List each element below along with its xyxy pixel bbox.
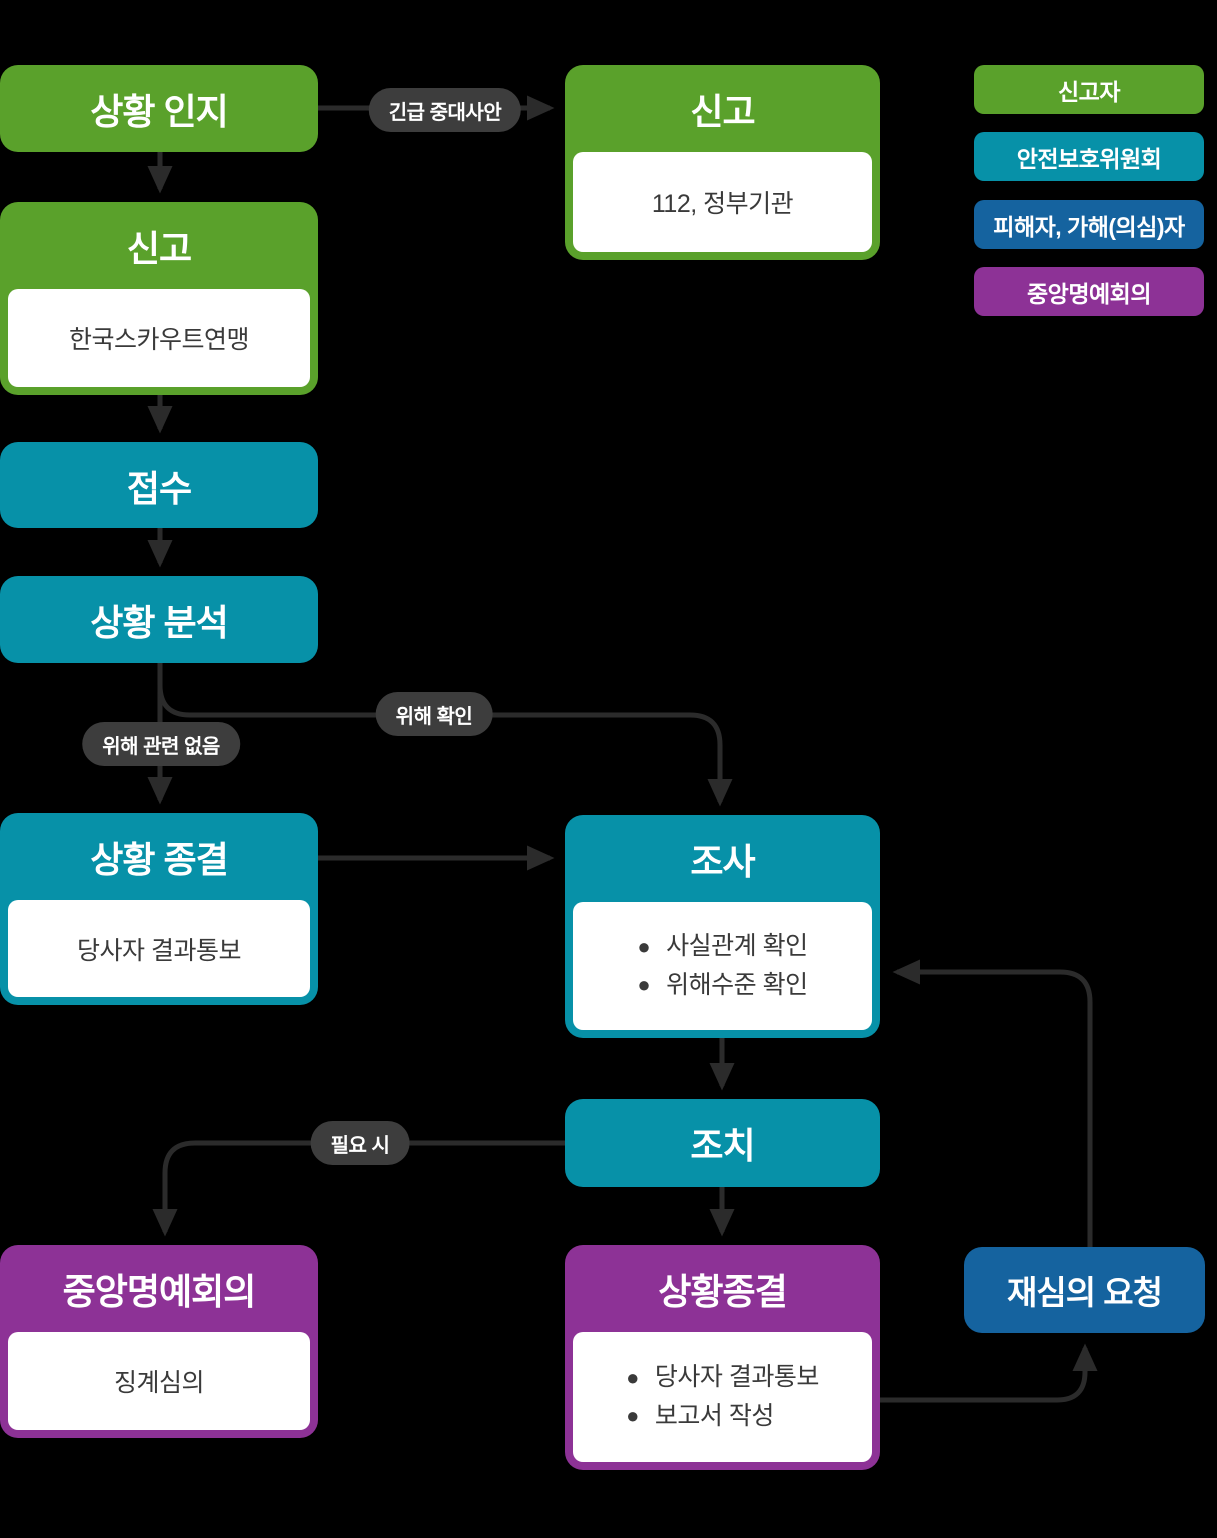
node-body: 당사자 결과통보: [8, 900, 310, 997]
node-title: 재심의 요청: [1007, 1274, 1163, 1311]
node-title: 조치: [690, 1124, 755, 1166]
node-final-case-close: 상황종결 ●당사자 결과통보 ●보고서 작성: [565, 1245, 880, 1470]
node-situation-analysis: 상황 분석: [0, 576, 318, 663]
node-situation-recognition: 상황 인지: [0, 65, 318, 152]
node-central-honor-council: 중앙명예회의 징계심의: [0, 1245, 318, 1438]
node-body: 한국스카우트연맹: [8, 289, 310, 387]
edge-label-urgent-case: 긴급 중대사안: [368, 88, 522, 132]
node-title: 중앙명예회의: [62, 1270, 257, 1312]
node-receipt: 접수: [0, 442, 318, 528]
bullet-icon: ●: [637, 933, 651, 959]
node-report-external: 신고 112, 정부기관: [565, 65, 880, 260]
node-title: 상황 종결: [90, 838, 228, 880]
bullet-icon: ●: [626, 1403, 639, 1429]
node-body: ●사실관계 확인 ●위해수준 확인: [573, 902, 872, 1030]
edge-label-if-needed: 필요 시: [310, 1121, 410, 1165]
list-item: ●당사자 결과통보: [626, 1363, 819, 1392]
edge-label-harm-confirmed: 위해 확인: [375, 692, 493, 736]
node-body: 112, 정부기관: [573, 152, 872, 252]
node-action: 조치: [565, 1099, 880, 1187]
legend-item-victim-offender: 피해자, 가해(의심)자: [974, 200, 1204, 249]
list-item: ●보고서 작성: [626, 1402, 774, 1430]
node-title: 신고: [126, 227, 192, 269]
node-report-ksa: 신고 한국스카우트연맹: [0, 202, 318, 395]
final-close-task-list: ●당사자 결과통보 ●보고서 작성: [626, 1358, 819, 1436]
node-title: 접수: [126, 467, 192, 509]
node-reexamination-request: 재심의 요청: [964, 1247, 1205, 1333]
node-title: 상황 분석: [90, 601, 228, 643]
legend-item-honor-council: 중앙명예회의: [974, 267, 1204, 316]
node-title: 신고: [690, 90, 755, 132]
investigation-task-list: ●사실관계 확인 ●위해수준 확인: [637, 927, 808, 1005]
node-title: 조사: [690, 840, 755, 882]
legend-item-safety-committee: 안전보호위원회: [974, 132, 1204, 181]
node-case-close: 상황 종결 당사자 결과통보: [0, 813, 318, 1005]
node-title: 상황종결: [658, 1270, 787, 1312]
edge-label-no-harm: 위해 관련 없음: [82, 722, 240, 766]
connector-final-close-to-reexamination: [880, 1343, 1098, 1403]
legend-item-reporter: 신고자: [974, 65, 1204, 114]
node-body: ●당사자 결과통보 ●보고서 작성: [573, 1332, 872, 1462]
list-item: ●사실관계 확인: [637, 932, 808, 961]
list-item: ●위해수준 확인: [637, 971, 808, 999]
node-title: 상황 인지: [90, 90, 228, 132]
node-body: 징계심의: [8, 1332, 310, 1430]
bullet-icon: ●: [626, 1364, 639, 1390]
node-investigation: 조사 ●사실관계 확인 ●위해수준 확인: [565, 815, 880, 1038]
connector-action-to-honor-council: [152, 1140, 565, 1237]
connector-reexamination-to-investigation: [892, 959, 1093, 1247]
bullet-icon: ●: [637, 972, 651, 998]
